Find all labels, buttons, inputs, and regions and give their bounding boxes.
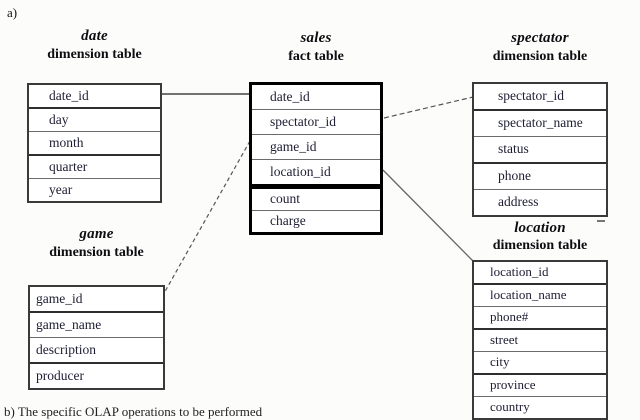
date-table-title: date (81, 28, 108, 44)
date-table: date_id day month quarter year (27, 83, 162, 203)
location-table-title: location (514, 220, 566, 236)
field-day: day (29, 107, 160, 131)
sales-measure-section: count charge (252, 187, 380, 232)
measure-charge: charge (252, 210, 380, 232)
field-description: description (30, 337, 163, 362)
sales-table: date_id spectator_id game_id location_id… (249, 82, 383, 235)
spectator-table: spectator_id spectator_name status phone… (472, 82, 608, 217)
sales-key-section: date_id spectator_id game_id location_id (252, 85, 380, 187)
location-table-subtitle: dimension table (492, 238, 588, 253)
spectator-table-title: spectator (511, 30, 569, 46)
field-address: address (474, 189, 606, 215)
field-date-id: date_id (270, 89, 310, 104)
field-game-name: game_name (30, 311, 163, 337)
line-sales-location (382, 169, 474, 262)
field-street: street (474, 328, 606, 351)
field-status: status (474, 136, 606, 162)
spectator-table-subtitle: dimension table (492, 49, 588, 64)
sales-table-subtitle: fact table (288, 49, 344, 64)
field-province: province (474, 373, 606, 396)
measure-count: count (270, 191, 300, 206)
figure-label: a) (7, 5, 18, 20)
date-table-group: date dimension table date_id day month q… (27, 26, 162, 203)
field-spectator-name: spectator_name (474, 109, 606, 136)
game-table: game_id game_name description producer (28, 285, 165, 390)
sales-table-group: sales fact table date_id spectator_id ga… (249, 28, 383, 235)
location-table-group: location dimension table location_id loc… (472, 219, 608, 420)
field-spectator-id: spectator_id (498, 88, 564, 103)
field-quarter: quarter (29, 154, 160, 178)
sales-table-title: sales (300, 30, 332, 46)
game-table-subtitle: dimension table (49, 245, 144, 260)
field-phone: phone (474, 162, 606, 189)
field-date-id: date_id (49, 88, 89, 103)
field-location-name: location_name (474, 283, 606, 306)
game-table-group: game dimension table game_id game_name d… (28, 224, 165, 390)
field-country: country (474, 396, 606, 418)
stray-dash-mark (597, 220, 605, 222)
spectator-table-group: spectator dimension table spectator_id s… (472, 28, 608, 217)
field-producer: producer (30, 362, 163, 388)
field-spectator-id: spectator_id (252, 109, 380, 134)
field-game-id: game_id (36, 291, 83, 306)
line-sales-spectator (383, 96, 474, 119)
field-phone-number: phone# (474, 306, 606, 328)
line-sales-game (162, 140, 251, 296)
field-location-id: location_id (252, 159, 380, 184)
date-table-subtitle: dimension table (47, 47, 142, 62)
field-year: year (29, 178, 160, 201)
field-city: city (474, 351, 606, 373)
field-month: month (29, 131, 160, 154)
field-game-id: game_id (252, 134, 380, 159)
location-table: location_id location_name phone# street … (472, 260, 608, 420)
field-location-id: location_id (490, 264, 549, 279)
caption-line: b) The specific OLAP operations to be pe… (4, 404, 263, 419)
game-table-title: game (79, 226, 114, 242)
